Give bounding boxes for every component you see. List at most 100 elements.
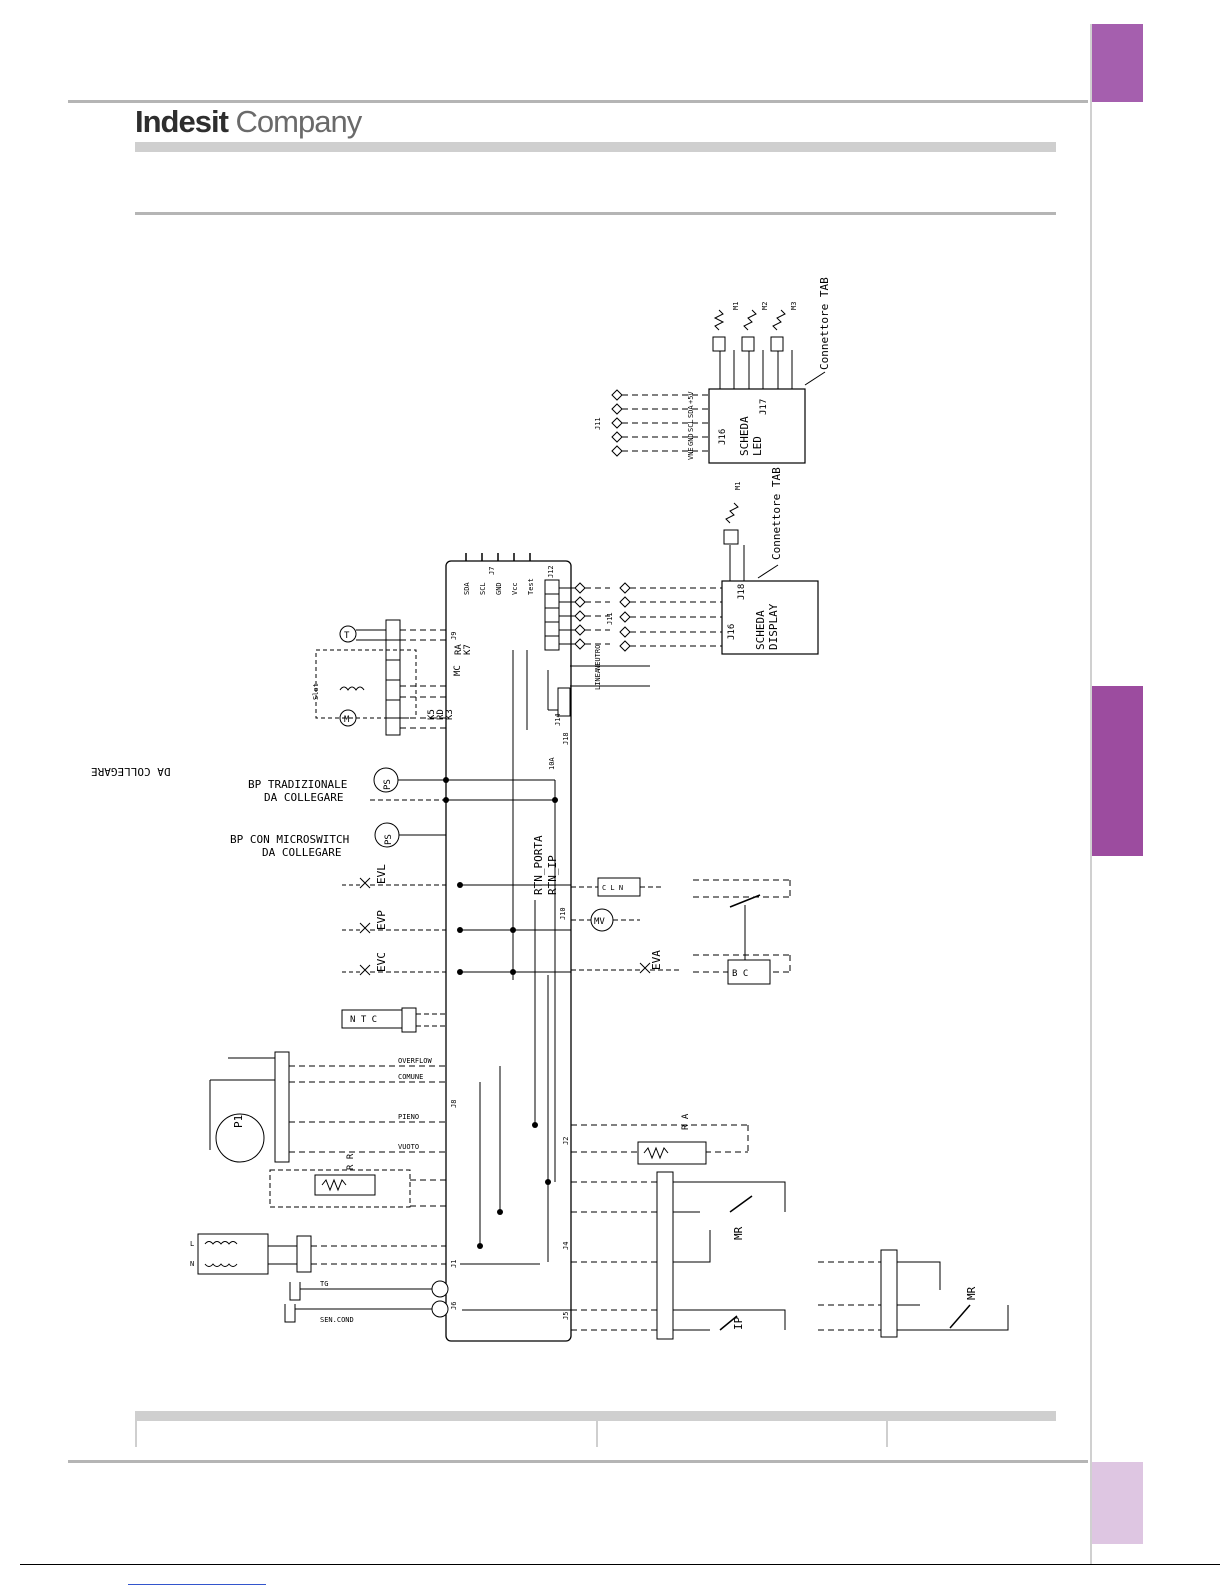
led-board-title: SCHEDA — [738, 416, 751, 456]
wire-pieno: PIENO — [398, 1113, 419, 1121]
display-j11: J11 — [606, 612, 614, 625]
valve-evp-label: EVP — [375, 910, 388, 930]
display-j18: J18 — [737, 584, 747, 600]
rtn-ip: RTN_IP — [546, 855, 559, 895]
pressure-switch: P1 — [232, 1115, 245, 1128]
footer-divider-2 — [886, 1421, 888, 1447]
main-board — [445, 560, 572, 1342]
bus-signal-3: SCL — [687, 419, 695, 432]
conn-j1: J1 — [450, 1260, 458, 1268]
valve-evl-label: EVL — [375, 864, 388, 884]
conn-j6: J6 — [450, 1302, 458, 1310]
footer-divider-left — [135, 1421, 137, 1447]
j7-pin-scl: SCL — [479, 582, 487, 595]
led-connector-note: Connettore TAB — [818, 277, 831, 370]
conn-j18: J18 — [562, 732, 570, 745]
relay-rd: RD — [436, 709, 446, 720]
mr-alt-label: MR — [965, 1286, 978, 1300]
led-key-1: M1 — [732, 302, 740, 310]
display-j16: J16 — [727, 624, 737, 640]
led-j17: J17 — [759, 399, 769, 415]
sen-cond-label: SEN.COND — [320, 1316, 354, 1324]
wire-overflow: OVERFLOW — [398, 1057, 433, 1065]
wire-vuoto: VUOTO — [398, 1143, 419, 1151]
footer-band — [135, 1411, 1056, 1421]
section-tab-bottom[interactable] — [1092, 1462, 1143, 1544]
led-key-2: M2 — [761, 302, 769, 310]
mr-label: MR — [732, 1226, 745, 1240]
conn-j12: J12 — [547, 565, 555, 578]
j7-pin-vcc: Vcc — [511, 582, 519, 595]
side-divider — [1090, 24, 1092, 1564]
linea-label: LINEA — [594, 668, 602, 690]
rtn-porta: RTN_PORTA — [532, 835, 545, 895]
relay-k3: K3 — [445, 709, 455, 720]
tacho-symbol: T — [344, 631, 350, 641]
header-band — [135, 142, 1056, 152]
led-j16: J16 — [718, 429, 728, 445]
door-lock: C L N — [602, 884, 623, 892]
bus-signal-2: SDA — [687, 405, 695, 418]
motor-symbol: M — [344, 715, 350, 725]
j7-pin-sda: SDA — [463, 582, 471, 595]
j7-pin-gnd: GND — [495, 582, 503, 595]
bp-microswitch-line1: DA COLLEGARE — [262, 846, 341, 859]
conn-j4: J4 — [562, 1242, 570, 1250]
ntc-label: N T C — [350, 1015, 377, 1025]
header-rule — [135, 212, 1056, 215]
tg-label: TG — [320, 1280, 328, 1288]
bus-signal-1: +5V — [687, 391, 695, 404]
display-key: M1 — [734, 482, 742, 490]
conn-j5: J5 — [562, 1312, 570, 1320]
top-rule — [68, 100, 1088, 103]
bp-tradizionale-line1-text: DA COLLEGARE — [264, 791, 343, 804]
valve-evc — [342, 964, 446, 976]
valve-evp — [342, 922, 446, 934]
conn-j2: J2 — [562, 1137, 570, 1145]
bus-signal-4: GND — [687, 433, 695, 446]
wire-comune: COMUNE — [398, 1073, 423, 1081]
bp-tradizionale-line1: DA COLLEGARE — [91, 765, 170, 778]
relay-k5: K5 — [427, 709, 437, 720]
led-board-subtitle: LED — [751, 436, 764, 456]
bp-microswitch-line2: BP CON MICROSWITCH — [230, 833, 349, 846]
display-connector-note: Connettore TAB — [770, 467, 783, 560]
filter-n: N — [190, 1260, 194, 1268]
footer-divider-1 — [596, 1421, 598, 1447]
display-board — [721, 580, 819, 655]
conn-j10: J10 — [559, 907, 567, 920]
led-board — [708, 388, 806, 464]
conn-j7: J7 — [488, 567, 496, 575]
relay-k7: K7 — [463, 644, 473, 655]
relay-mc: MC — [453, 665, 463, 676]
bottom-rule — [68, 1460, 1088, 1463]
fuse-10a: 10A — [548, 757, 556, 770]
company-logo: Indesit Company — [135, 104, 362, 139]
page-bottom-line — [20, 1564, 1220, 1565]
display-board-subtitle: DISPLAY — [767, 603, 780, 650]
bp-tradizionale-line2: BP TRADIZIONALE — [248, 778, 347, 791]
j7-pin-test: Test — [527, 578, 535, 595]
bus-signal-5: VNE — [687, 447, 695, 460]
display-board-title: SCHEDA — [754, 610, 767, 650]
section-tab-top[interactable] — [1092, 24, 1143, 102]
ps-tradizionale: PS — [383, 779, 393, 790]
conn-j8: J8 — [450, 1100, 458, 1108]
valve-evc-label: EVC — [375, 952, 388, 972]
heater-ra: R A — [681, 1113, 691, 1130]
section-tab-middle[interactable] — [1092, 686, 1143, 856]
led-key-3: M3 — [790, 302, 798, 310]
neutro-label: NEUTRO — [594, 645, 602, 670]
ip-label: IP — [732, 1316, 745, 1330]
conn-j14: J14 — [554, 713, 562, 726]
ps-microswitch: PS — [384, 834, 394, 845]
bc-label: B C — [732, 969, 748, 979]
conn-j9: J9 — [450, 632, 458, 640]
led-j11: J11 — [594, 417, 602, 430]
motor-valve: MV — [594, 917, 605, 927]
filter-l: L — [190, 1240, 194, 1248]
eva-label: EVA — [650, 950, 663, 970]
valve-evl — [342, 877, 446, 889]
heater-rr: R R — [346, 1153, 356, 1170]
